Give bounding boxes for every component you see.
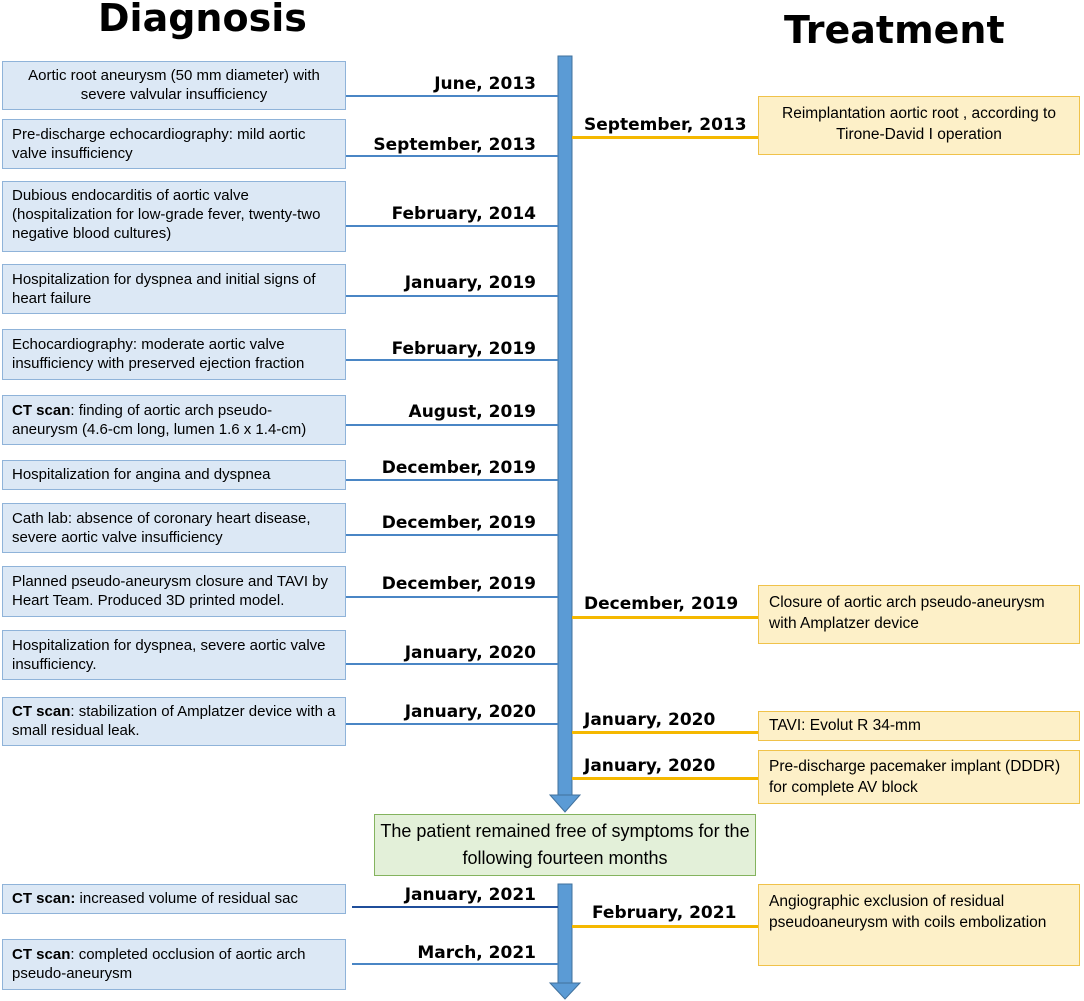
diagnosis-date: June, 2013: [434, 74, 536, 94]
diagnosis-box: Echocardiography: moderate aortic valve …: [2, 329, 346, 380]
connector-line: [352, 906, 558, 908]
treatment-date: December, 2019: [584, 594, 739, 614]
connector-line: [572, 925, 758, 928]
timeline-arrow-lower: [548, 883, 582, 1000]
diagnosis-box: CT scan: completed occlusion of aortic a…: [2, 939, 346, 990]
connector-line: [346, 359, 558, 361]
diagnosis-text: increased volume of residual sac: [75, 890, 298, 907]
treatment-box: Pre-discharge pacemaker implant (DDDR) f…: [758, 750, 1080, 804]
treatment-date: February, 2021: [592, 903, 737, 923]
connector-line: [346, 534, 558, 536]
diagnosis-box: Aortic root aneurysm (50 mm diameter) wi…: [2, 61, 346, 110]
connector-line: [572, 136, 758, 139]
connector-line: [572, 616, 758, 619]
interval-note: The patient remained free of symptoms fo…: [374, 814, 756, 876]
connector-line: [346, 424, 558, 426]
diagnosis-date: January, 2021: [404, 885, 536, 905]
diagnosis-box: CT scan: increased volume of residual sa…: [2, 884, 346, 914]
treatment-header: Treatment: [784, 8, 1005, 52]
diagnosis-box: Hospitalization for angina and dyspnea: [2, 460, 346, 490]
treatment-box: Reimplantation aortic root , according t…: [758, 96, 1080, 155]
diagnosis-box: Hospitalization for dyspnea and initial …: [2, 264, 346, 314]
diagnosis-keyword: CT scan: [12, 946, 71, 963]
connector-line: [572, 731, 758, 734]
diagnosis-header: Diagnosis: [98, 0, 307, 40]
connector-line: [346, 95, 558, 97]
diagnosis-date: February, 2019: [391, 339, 536, 359]
diagnosis-date: January, 2019: [404, 273, 536, 293]
treatment-box: Closure of aortic arch pseudo-aneurysm w…: [758, 585, 1080, 644]
diagnosis-date: September, 2013: [373, 135, 536, 155]
diagnosis-box: Planned pseudo-aneurysm closure and TAVI…: [2, 566, 346, 617]
diagnosis-date: January, 2020: [404, 702, 536, 722]
treatment-date: January, 2020: [584, 710, 716, 730]
diagnosis-date: August, 2019: [408, 402, 536, 422]
diagnosis-text: : completed occlusion of aortic arch pse…: [12, 946, 306, 982]
connector-line: [346, 596, 558, 598]
treatment-box: TAVI: Evolut R 34-mm: [758, 711, 1080, 741]
connector-line: [352, 963, 558, 965]
diagnosis-box: CT scan: stabilization of Amplatzer devi…: [2, 697, 346, 746]
diagnosis-box: CT scan: finding of aortic arch pseudo-a…: [2, 395, 346, 445]
treatment-date: September, 2013: [584, 115, 747, 135]
diagnosis-date: January, 2020: [404, 643, 536, 663]
connector-line: [346, 723, 558, 725]
connector-line: [572, 777, 758, 780]
connector-line: [346, 225, 558, 227]
connector-line: [346, 155, 558, 157]
timeline-arrow-upper: [548, 55, 582, 813]
diagnosis-date: December, 2019: [381, 574, 536, 594]
treatment-box: Angiographic exclusion of residual pseud…: [758, 884, 1080, 966]
treatment-date: January, 2020: [584, 756, 716, 776]
diagnosis-text: : finding of aortic arch pseudo-aneurysm…: [12, 402, 307, 438]
diagnosis-date: March, 2021: [417, 943, 536, 963]
diagnosis-date: February, 2014: [391, 204, 536, 224]
diagnosis-box: Hospitalization for dyspnea, severe aort…: [2, 630, 346, 680]
connector-line: [346, 663, 558, 665]
connector-line: [346, 479, 558, 481]
diagnosis-date: December, 2019: [381, 513, 536, 533]
connector-line: [346, 295, 558, 297]
diagnosis-text: : stabilization of Amplatzer device with…: [12, 703, 336, 739]
diagnosis-box: Pre-discharge echocardiography: mild aor…: [2, 119, 346, 169]
diagnosis-keyword: CT scan: [12, 703, 71, 720]
diagnosis-keyword: CT scan:: [12, 890, 76, 907]
diagnosis-keyword: CT scan: [12, 402, 71, 419]
diagnosis-box: Dubious endocarditis of aortic valve (ho…: [2, 181, 346, 252]
diagnosis-box: Cath lab: absence of coronary heart dise…: [2, 503, 346, 553]
diagnosis-date: December, 2019: [381, 458, 536, 478]
